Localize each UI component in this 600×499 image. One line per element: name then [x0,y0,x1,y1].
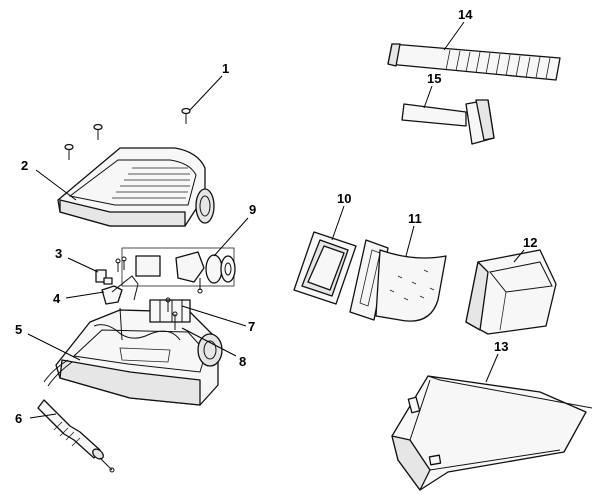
leader-8 [181,327,237,357]
part-8-screw [172,311,178,330]
callout-4: 4 [53,291,61,306]
callout-14: 14 [458,7,473,22]
callout-labels: 1 2 3 4 5 6 7 8 9 10 11 12 13 14 15 [15,7,537,426]
leader-4 [65,291,105,299]
callout-3: 3 [55,246,62,261]
part-12-filter-holder [465,249,557,335]
part-3-switch [95,256,127,285]
callout-6: 6 [15,411,22,426]
leader-12 [513,249,525,263]
callout-1: 1 [222,61,229,76]
part-9-motor-assembly [121,247,236,294]
leader-15 [423,85,433,109]
leader-14 [443,21,465,51]
part-1-screws [64,107,191,160]
leader-5 [27,333,81,361]
leader-7 [181,305,247,327]
part-10-filter-frame [293,231,357,305]
leader-13 [485,353,499,383]
part-11-filter-bag [349,239,447,322]
leader-11 [405,225,415,257]
part-4-bracket [101,275,139,305]
leader-9 [213,217,249,257]
callout-11: 11 [408,211,422,226]
leader-2 [35,169,77,201]
leader-6 [29,413,57,419]
callout-9: 9 [249,202,256,217]
callout-12: 12 [523,235,537,250]
part-2-top-cover [57,147,215,227]
part-13-dust-container [391,375,593,491]
part-14-crevice-tool [387,43,561,81]
callout-5: 5 [15,322,22,337]
leader-10 [331,205,345,241]
callout-15: 15 [427,71,441,86]
leader-lines [27,21,525,419]
part-6-car-plug [37,399,115,473]
leader-3 [67,257,99,273]
callout-2: 2 [21,158,28,173]
callout-10: 10 [337,191,351,206]
part-15-brush-attachment [401,99,495,145]
callout-7: 7 [248,319,255,334]
callout-13: 13 [494,339,508,354]
part-7-screw [165,297,171,312]
leader-1 [189,75,223,111]
callout-8: 8 [239,354,246,369]
part-5-base-housing [43,299,223,406]
